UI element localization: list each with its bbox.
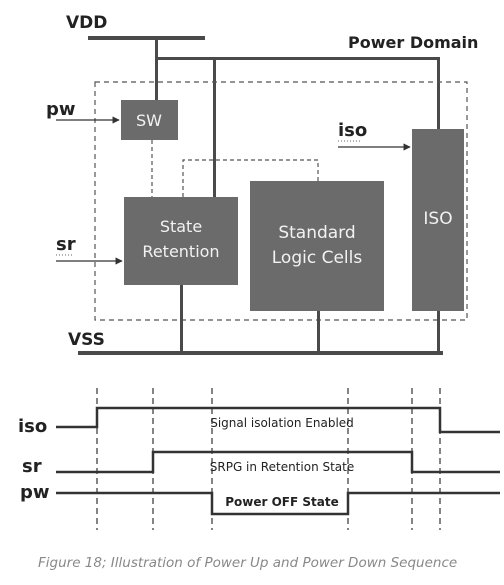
vdd-rail xyxy=(88,36,205,40)
sr-signal-label: sr xyxy=(22,456,42,477)
vss-label: VSS xyxy=(68,330,105,350)
pw-waveform xyxy=(56,491,500,516)
state-retention-label-line2: Retention xyxy=(142,242,219,261)
retention-ground-wire xyxy=(180,285,183,353)
retention-supply-wire xyxy=(213,57,216,199)
state-retention-label-line1: State xyxy=(160,217,202,236)
state-retention-block xyxy=(124,197,238,285)
power-bus xyxy=(155,57,440,60)
vdd-drop-wire xyxy=(155,38,158,100)
logic-ground-wire xyxy=(317,311,320,353)
vdd-label: VDD xyxy=(66,13,107,33)
pw-signal-label: pw xyxy=(20,482,50,503)
iso-block-label: ISO xyxy=(423,209,452,229)
sr-input-label: sr xyxy=(56,234,76,255)
standard-logic-block xyxy=(250,181,384,311)
pw-state-label: Power OFF State xyxy=(225,495,338,509)
iso-signal-label: iso xyxy=(18,416,47,437)
standard-logic-label-line1: Standard xyxy=(278,223,355,243)
standard-logic-label-line2: Logic Cells xyxy=(272,248,363,268)
pw-input-label: pw xyxy=(46,99,76,120)
retention-logic-link xyxy=(182,159,319,197)
sw-block xyxy=(121,100,178,140)
vss-rail xyxy=(78,351,443,355)
iso-waveform xyxy=(56,406,500,434)
power-domain-label: Power Domain xyxy=(348,33,478,52)
figure-caption: Figure 18; Illustration of Power Up and … xyxy=(38,555,457,571)
iso-input-label: iso xyxy=(338,120,367,141)
iso-ground-wire xyxy=(437,311,440,353)
sr-state-label: SRPG in Retention State xyxy=(210,460,355,474)
iso-state-label: Signal isolation Enabled xyxy=(210,416,354,430)
iso-supply-wire xyxy=(437,57,440,129)
sw-label: SW xyxy=(136,111,162,130)
iso-block xyxy=(412,129,464,311)
power-domain-boundary xyxy=(94,81,468,321)
sr-waveform xyxy=(56,450,500,474)
